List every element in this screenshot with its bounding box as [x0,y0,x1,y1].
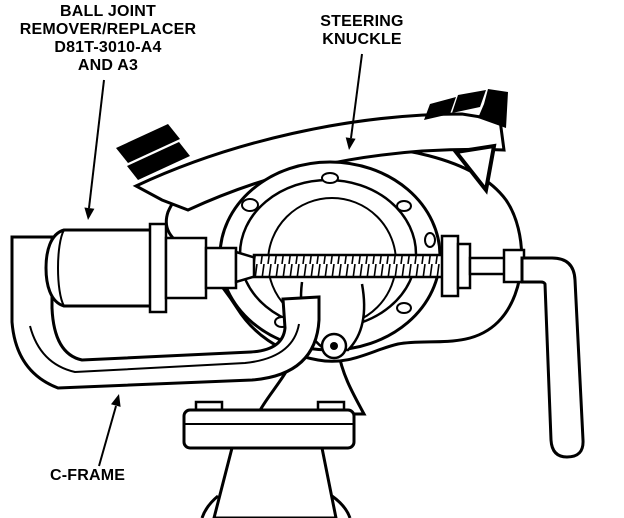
forcing-screw-shape [252,234,526,298]
knuckle-hole-3 [396,200,412,212]
c-frame-outline [10,235,321,390]
label-ball-joint-remover-line-4: AND A3 [77,57,139,74]
leader-c-frame [98,405,117,467]
knuckle-hole-6 [424,232,436,248]
knuckle-serration-left-1 [116,124,180,163]
label-steering-knuckle: STEERING KNUCKLE [300,13,424,49]
ball-joint-pivot-center [330,342,338,350]
label-steering-knuckle-line-1: STEERING [320,13,404,30]
knuckle-hole-2 [321,172,339,184]
tool-cup-end-arc [57,229,65,307]
vise-shape [182,348,367,518]
knuckle-hole-1 [241,198,259,212]
vise-jaw-block [182,408,356,450]
vise-base-column [212,446,338,518]
knuckle-serration-left-2 [127,142,190,180]
tool-receiver-cup [44,228,160,308]
label-ball-joint-remover-line-3: D81T-3010-A4 [54,39,162,56]
forcing-screw-washer [440,234,460,298]
leader-lines [84,53,363,467]
label-c-frame-line-1: C-FRAME [50,467,126,484]
tool-step-cylinder-1 [164,236,208,300]
turning-handle-shape [520,256,585,459]
label-steering-knuckle-line-2: KNUCKLE [322,31,402,48]
knuckle-serration-right-1 [424,97,456,120]
leader-tool-arrowhead-icon [84,207,95,220]
c-frame-shape [10,235,321,390]
knuckle-serration-right-3 [478,89,508,128]
leader-tool [88,79,105,209]
leader-steering-knuckle-arrowhead-icon [345,137,356,150]
leader-steering-knuckle [350,53,363,139]
label-ball-joint-remover-line-1: BALL JOINT [60,3,156,20]
knuckle-hole-5 [396,302,412,314]
knuckle-serration-right-2 [452,90,486,113]
c-frame-inner-contour [29,323,300,374]
vise-base-flare-left [200,494,219,518]
handle-outline [520,256,585,459]
forcing-screw-threads [252,253,446,279]
leader-c-frame-arrowhead-icon [111,394,121,407]
tool-cup-flange [148,222,168,314]
label-c-frame: C-FRAME [50,467,180,485]
forcing-screw-nut [456,242,472,290]
vise-base-flare-right [331,494,352,518]
label-ball-joint-remover: BALL JOINT REMOVER/REPLACER D81T-3010-A4… [6,3,210,75]
label-ball-joint-remover-line-2: REMOVER/REPLACER [19,21,197,38]
tool-step-cylinder-2 [204,246,238,290]
knuckle-lightening-hole [452,143,497,195]
